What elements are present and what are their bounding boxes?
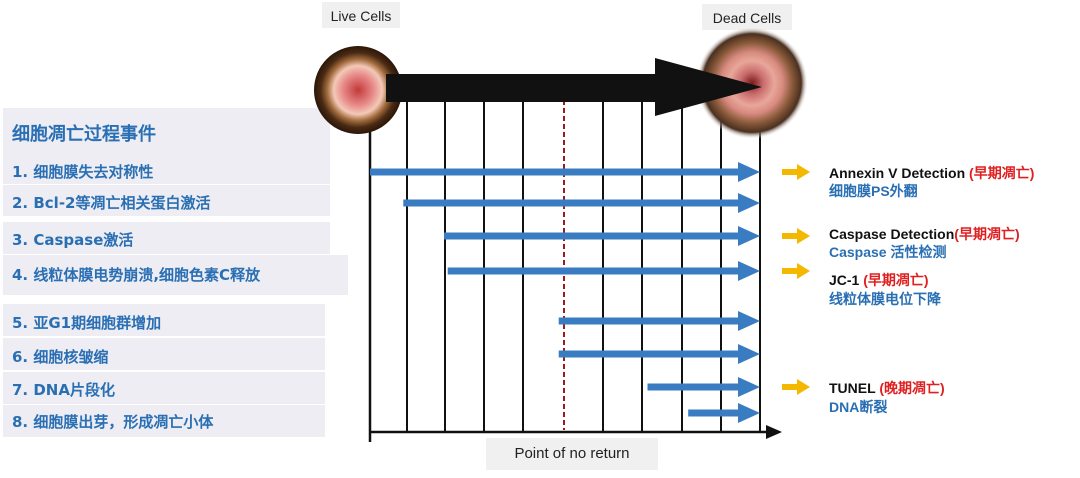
live-cells-label: Live Cells (322, 2, 400, 28)
event-box-5 (3, 304, 325, 336)
detection-tunel-desc: DNA断裂 (829, 399, 888, 415)
event-box-6 (3, 338, 325, 370)
event-label-2: 2. Bcl-2等凋亡相关蛋白激活 (12, 194, 211, 212)
detection-jc1-stage: (早期凋亡) (863, 272, 929, 288)
detection-jc1-desc: 线粒体膜电位下降 (829, 291, 941, 307)
event-label-3: 3. Caspase激活 (12, 231, 134, 249)
indicator-arrow-3 (782, 263, 810, 279)
point-of-no-return-label: Point of no return (486, 438, 658, 470)
detection-indicators (782, 164, 810, 395)
event-arrow-6 (558, 344, 760, 364)
detection-jc1: JC-1 (早期凋亡) (829, 270, 929, 290)
indicator-arrow-4 (782, 379, 810, 395)
live-cell-image (314, 46, 402, 134)
events-title: 细胞凋亡过程事件 (12, 124, 156, 145)
indicator-arrow-1 (782, 164, 810, 180)
event-arrow-4 (447, 261, 760, 281)
event-box-8 (3, 405, 325, 437)
event-box-4 (3, 255, 348, 295)
event-arrow-3 (444, 226, 760, 246)
grid-lines (406, 100, 761, 432)
detection-caspase-name: Caspase Detection (829, 226, 955, 242)
detection-jc1-name: JC-1 (829, 272, 864, 288)
detection-annexin-name: Annexin V Detection (829, 165, 970, 181)
detection-caspase: Caspase Detection(早期凋亡) (829, 224, 1020, 244)
x-axis-arrowhead (766, 425, 782, 439)
event-label-7: 7. DNA片段化 (12, 381, 115, 399)
dead-cells-label: Dead Cells (702, 4, 792, 30)
event-box-3 (3, 222, 330, 254)
events-title-box (3, 108, 330, 154)
event-box-1 (3, 154, 330, 184)
event-arrow-7 (647, 377, 760, 397)
detection-annexin-desc: 细胞膜PS外翻 (829, 183, 918, 199)
event-label-4: 4. 线粒体膜电势崩溃,细胞色素C释放 (12, 266, 261, 284)
event-label-6: 6. 细胞核皱缩 (12, 348, 109, 366)
detection-tunel-stage: (晚期凋亡) (879, 380, 945, 396)
event-box-7 (3, 372, 325, 404)
progression-arrow (386, 58, 762, 116)
event-arrows (370, 162, 760, 423)
detection-caspase-desc: Caspase 活性检测 (829, 244, 947, 260)
detection-annexin-stage: (早期凋亡) (969, 165, 1035, 181)
detection-annexin: Annexin V Detection (早期凋亡) (829, 163, 1034, 183)
event-box-2 (3, 185, 330, 216)
indicator-arrow-2 (782, 228, 810, 244)
event-arrow-5 (558, 311, 760, 331)
event-arrow-2 (403, 193, 760, 213)
event-label-1: 1. 细胞膜失去对称性 (12, 163, 154, 181)
event-label-8: 8. 细胞膜出芽，形成凋亡小体 (12, 413, 214, 431)
detection-tunel-name: TUNEL (829, 380, 880, 396)
event-arrow-8 (688, 403, 760, 423)
event-label-5: 5. 亚G1期细胞群增加 (12, 314, 162, 332)
dead-cell-image (696, 27, 808, 139)
detection-tunel: TUNEL (晚期凋亡) (829, 378, 945, 398)
event-arrow-1 (370, 162, 760, 182)
detection-caspase-stage: (早期凋亡) (954, 226, 1020, 242)
